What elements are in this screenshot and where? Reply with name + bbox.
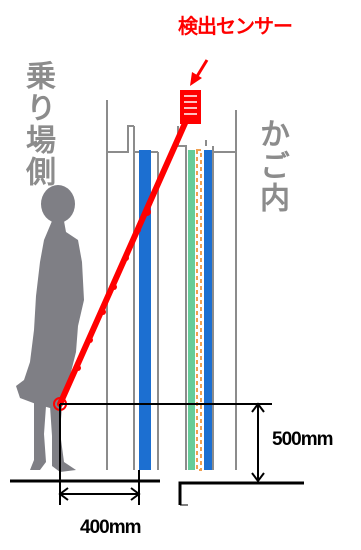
- width-dimension: [58, 404, 141, 505]
- person-icon: [16, 185, 84, 472]
- sensor-unit: [180, 90, 201, 124]
- car-interior-label: かご内: [255, 118, 288, 214]
- safety-edge-green: [188, 150, 195, 470]
- height-dimension: [60, 402, 272, 483]
- landing-side-label: 乗り場側: [21, 60, 54, 188]
- sensor-arrow-icon: [190, 59, 209, 86]
- beam-dots: [75, 208, 151, 371]
- car-floor: [178, 481, 304, 505]
- sensor-label: 検出センサー: [178, 16, 293, 38]
- height-dimension-label: 500mm: [272, 429, 333, 450]
- distance-dimension-label: 400mm: [80, 517, 141, 538]
- car-door-panel: [204, 150, 212, 470]
- safety-edge-stripe: [196, 149, 202, 471]
- landing-door-panel: [139, 150, 151, 470]
